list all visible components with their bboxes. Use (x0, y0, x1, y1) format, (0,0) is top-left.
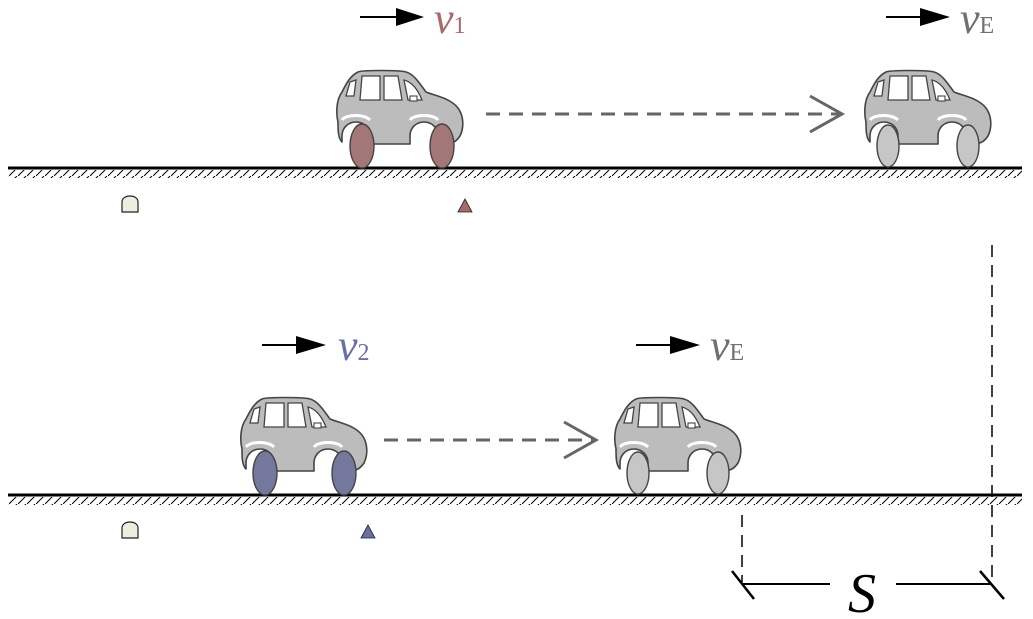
bottom-ground (8, 493, 1022, 505)
top-moving-car-front-wheel (429, 123, 455, 169)
bottom-moving-car-rear-wheel (252, 450, 278, 496)
top-v1-arrow (360, 8, 424, 26)
bottom-ahead-car (613, 396, 743, 495)
bottom-v2-arrow (262, 336, 326, 354)
bottom-position-triangle-icon (360, 524, 376, 539)
top-ground (8, 166, 1022, 178)
top-ve-label: vE (960, 0, 994, 43)
distance-dimension (731, 245, 1005, 600)
top-v1-label: v1 (434, 0, 466, 43)
top-ahead-car (863, 69, 993, 168)
bottom-moving-car-front-wheel (331, 450, 357, 496)
top-moving-car-rear-wheel (349, 123, 375, 169)
top-start-marker-icon (121, 195, 139, 213)
bottom-v2-label: v2 (338, 321, 370, 370)
top-ve-arrow (886, 8, 950, 26)
bottom-ve-label: vE (710, 321, 744, 370)
top-moving-car (335, 69, 465, 169)
bottom-moving-car (239, 396, 369, 496)
top-position-triangle-icon (457, 198, 473, 213)
distance-label: S (848, 563, 876, 619)
bottom-start-marker-icon (121, 521, 139, 539)
bottom-dashed-arrow (384, 420, 600, 460)
top-dashed-arrow (486, 94, 846, 134)
bottom-ve-arrow (636, 336, 700, 354)
